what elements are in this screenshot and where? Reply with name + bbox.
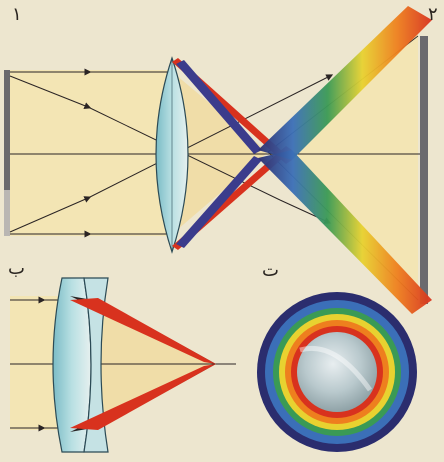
- figure-t-chromatic-halo: [257, 292, 417, 452]
- chromatic-halo-icon: [297, 332, 377, 412]
- figure-1-label: ١: [12, 6, 22, 24]
- right-screen: [420, 36, 428, 304]
- figure-2-label: ٢: [428, 6, 438, 24]
- figure-b-label: ب: [8, 260, 25, 278]
- figure-t-label: ت: [262, 262, 279, 280]
- incident-beam: [6, 70, 170, 236]
- figure-1-converging-lens: [4, 6, 432, 314]
- figure-b-achromatic-doublet: [10, 278, 236, 452]
